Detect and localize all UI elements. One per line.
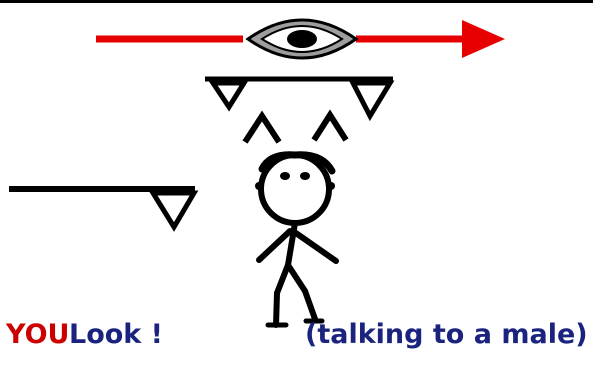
caption-verb: Look ! xyxy=(69,321,163,348)
eye-icon xyxy=(248,20,356,58)
caption-subject: YOU xyxy=(6,321,69,348)
arrow-head-icon xyxy=(462,20,505,58)
caption-note: (talking to a male) xyxy=(305,321,588,348)
stick-figure-icon xyxy=(255,155,336,325)
hands-v-sign-icon xyxy=(205,79,393,142)
side-hand-icon xyxy=(9,189,195,227)
